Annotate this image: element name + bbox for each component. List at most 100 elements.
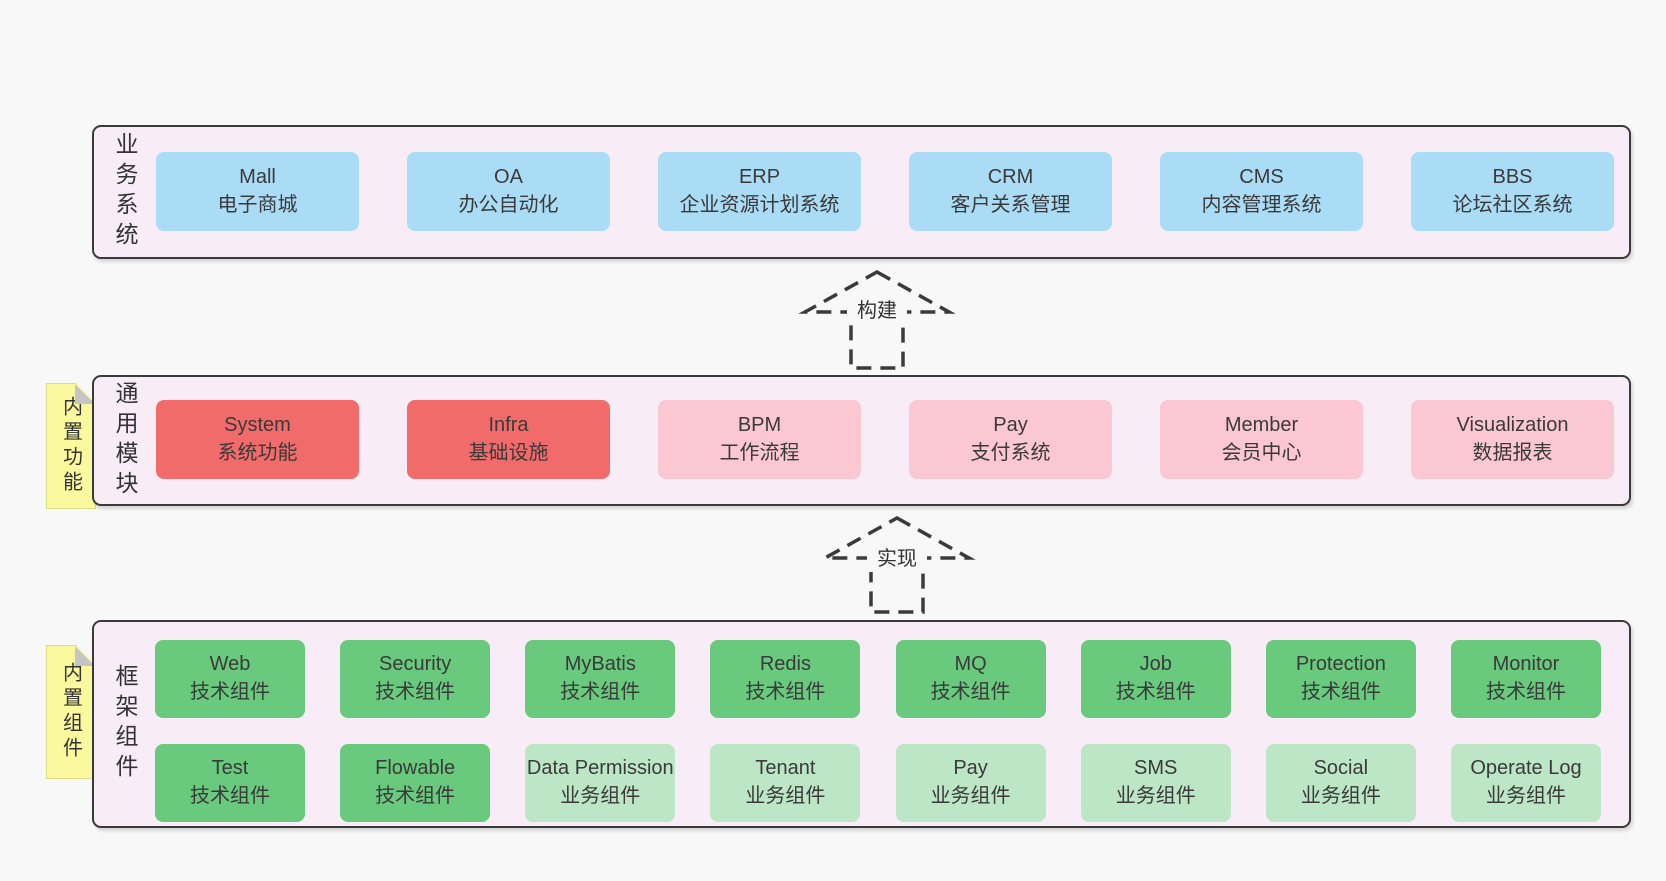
box-title: Redis bbox=[759, 653, 811, 676]
common-modules-panel: 通用模块 System 系统功能 Infra 基础设施 BPM 工作流程 Pay… bbox=[92, 375, 1631, 506]
box-title: Job bbox=[1139, 653, 1172, 676]
box-pay-component: Pay 业务组件 bbox=[895, 744, 1046, 822]
box-subtitle: 支付系统 bbox=[970, 441, 1051, 464]
box-subtitle: 技术组件 bbox=[1300, 681, 1381, 703]
box-mall: Mall 电子商城 bbox=[156, 152, 359, 231]
build-arrow bbox=[798, 269, 956, 370]
box-erp: ERP 企业资源计划系统 bbox=[658, 152, 861, 231]
box-data-permission: Data Permission 业务组件 bbox=[525, 744, 676, 822]
box-cms: CMS 内容管理系统 bbox=[1160, 152, 1363, 231]
box-title: Data Permission bbox=[526, 757, 674, 780]
box-subtitle: 技术组件 bbox=[930, 681, 1011, 703]
box-title: Protection bbox=[1295, 653, 1386, 676]
box-subtitle: 技术组件 bbox=[560, 681, 641, 703]
box-mybatis: MyBatis 技术组件 bbox=[525, 640, 676, 718]
box-sms: SMS 业务组件 bbox=[1080, 744, 1231, 822]
box-test: Test 技术组件 bbox=[155, 744, 305, 822]
box-pay-module: Pay 支付系统 bbox=[909, 400, 1112, 479]
box-job: Job 技术组件 bbox=[1080, 640, 1231, 718]
box-member: Member 会员中心 bbox=[1160, 400, 1363, 479]
box-infra: Infra 基础设施 bbox=[407, 400, 610, 479]
box-subtitle: 论坛社区系统 bbox=[1452, 193, 1573, 216]
box-operate-log: Operate Log 业务组件 bbox=[1450, 744, 1601, 822]
box-subtitle: 业务组件 bbox=[930, 785, 1011, 807]
box-subtitle: 技术组件 bbox=[190, 785, 270, 807]
box-security: Security 技术组件 bbox=[340, 640, 491, 718]
common-modules-row: System 系统功能 Infra 基础设施 BPM 工作流程 Pay 支付系统… bbox=[156, 400, 1614, 479]
box-visualization: Visualization 数据报表 bbox=[1411, 400, 1614, 479]
tab-text: 内置功能 bbox=[59, 396, 82, 496]
common-modules-label: 通用模块 bbox=[94, 377, 156, 504]
box-title: CMS bbox=[1239, 165, 1284, 188]
box-subtitle: 基础设施 bbox=[468, 441, 549, 464]
box-subtitle: 业务组件 bbox=[1300, 785, 1381, 807]
box-tenant: Tenant 业务组件 bbox=[710, 744, 861, 822]
box-web: Web 技术组件 bbox=[155, 640, 305, 718]
box-subtitle: 技术组件 bbox=[375, 785, 456, 807]
box-title: Member bbox=[1224, 413, 1299, 436]
box-title: Pay bbox=[953, 757, 988, 780]
implement-arrow-label-bg bbox=[867, 542, 927, 572]
framework-row-2: Test 技术组件 Flowable 技术组件 Data Permission … bbox=[155, 744, 1601, 822]
box-title: SMS bbox=[1134, 757, 1178, 780]
box-subtitle: 业务组件 bbox=[560, 785, 641, 807]
box-subtitle: 技术组件 bbox=[745, 681, 826, 703]
box-title: CRM bbox=[987, 165, 1034, 188]
box-system: System 系统功能 bbox=[156, 400, 359, 479]
built-in-components-tab: 内置组件 bbox=[46, 645, 96, 779]
box-title: MyBatis bbox=[564, 653, 636, 676]
box-subtitle: 业务组件 bbox=[1485, 785, 1566, 807]
box-crm: CRM 客户关系管理 bbox=[909, 152, 1112, 231]
implement-arrow-label: 实现 bbox=[877, 547, 917, 570]
built-in-features-tab: 内置功能 bbox=[46, 383, 96, 509]
box-social: Social 业务组件 bbox=[1265, 744, 1416, 822]
business-systems-panel: 业务系统 Mall 电子商城 OA 办公自动化 ERP 企业资源计划系统 CRM… bbox=[92, 125, 1631, 259]
box-title: ERP bbox=[738, 165, 781, 188]
box-title: Flowable bbox=[375, 757, 456, 780]
vertical-label-text: 业务系统 bbox=[112, 132, 138, 252]
box-bbs: BBS 论坛社区系统 bbox=[1411, 152, 1614, 231]
box-title: Infra bbox=[488, 413, 529, 436]
box-monitor: Monitor 技术组件 bbox=[1450, 640, 1601, 718]
build-arrow-label-bg bbox=[847, 294, 907, 324]
box-subtitle: 业务组件 bbox=[745, 785, 826, 807]
box-title: Monitor bbox=[1492, 653, 1560, 676]
box-title: OA bbox=[494, 165, 523, 188]
business-systems-row: Mall 电子商城 OA 办公自动化 ERP 企业资源计划系统 CRM 客户关系… bbox=[156, 152, 1614, 231]
box-title: Operate Log bbox=[1470, 757, 1582, 780]
box-oa: OA 办公自动化 bbox=[407, 152, 610, 231]
implement-arrow bbox=[818, 515, 976, 614]
box-subtitle: 技术组件 bbox=[375, 681, 456, 703]
box-subtitle: 技术组件 bbox=[190, 681, 270, 703]
box-title: Tenant bbox=[755, 757, 816, 780]
box-title: MQ bbox=[954, 653, 987, 676]
box-subtitle: 办公自动化 bbox=[458, 193, 559, 216]
box-protection: Protection 技术组件 bbox=[1265, 640, 1416, 718]
box-title: Pay bbox=[993, 413, 1028, 436]
box-redis: Redis 技术组件 bbox=[710, 640, 861, 718]
box-flowable: Flowable 技术组件 bbox=[340, 744, 491, 822]
box-title: Social bbox=[1313, 757, 1369, 780]
box-subtitle: 业务组件 bbox=[1115, 785, 1196, 807]
box-title: System bbox=[224, 413, 291, 436]
business-systems-label: 业务系统 bbox=[94, 127, 156, 257]
vertical-label-text: 框架组件 bbox=[112, 664, 138, 784]
vertical-label-text: 通用模块 bbox=[112, 380, 138, 501]
box-subtitle: 工作流程 bbox=[719, 441, 800, 464]
tab-text: 内置组件 bbox=[59, 662, 82, 762]
box-mq: MQ 技术组件 bbox=[895, 640, 1046, 718]
framework-components-panel: 框架组件 Web 技术组件 Security 技术组件 MyBatis 技术组件… bbox=[92, 620, 1631, 828]
box-subtitle: 内容管理系统 bbox=[1201, 193, 1322, 216]
box-title: BBS bbox=[1492, 165, 1533, 188]
box-title: Test bbox=[211, 757, 249, 780]
framework-row-1: Web 技术组件 Security 技术组件 MyBatis 技术组件 Redi… bbox=[155, 640, 1601, 718]
build-arrow-label: 构建 bbox=[857, 299, 897, 322]
box-title: Security bbox=[379, 653, 452, 676]
framework-components-label: 框架组件 bbox=[94, 622, 156, 826]
box-subtitle: 技术组件 bbox=[1485, 681, 1566, 703]
box-subtitle: 企业资源计划系统 bbox=[679, 193, 840, 216]
box-title: Visualization bbox=[1456, 413, 1569, 436]
box-subtitle: 技术组件 bbox=[1115, 681, 1196, 703]
box-subtitle: 客户关系管理 bbox=[950, 193, 1071, 216]
